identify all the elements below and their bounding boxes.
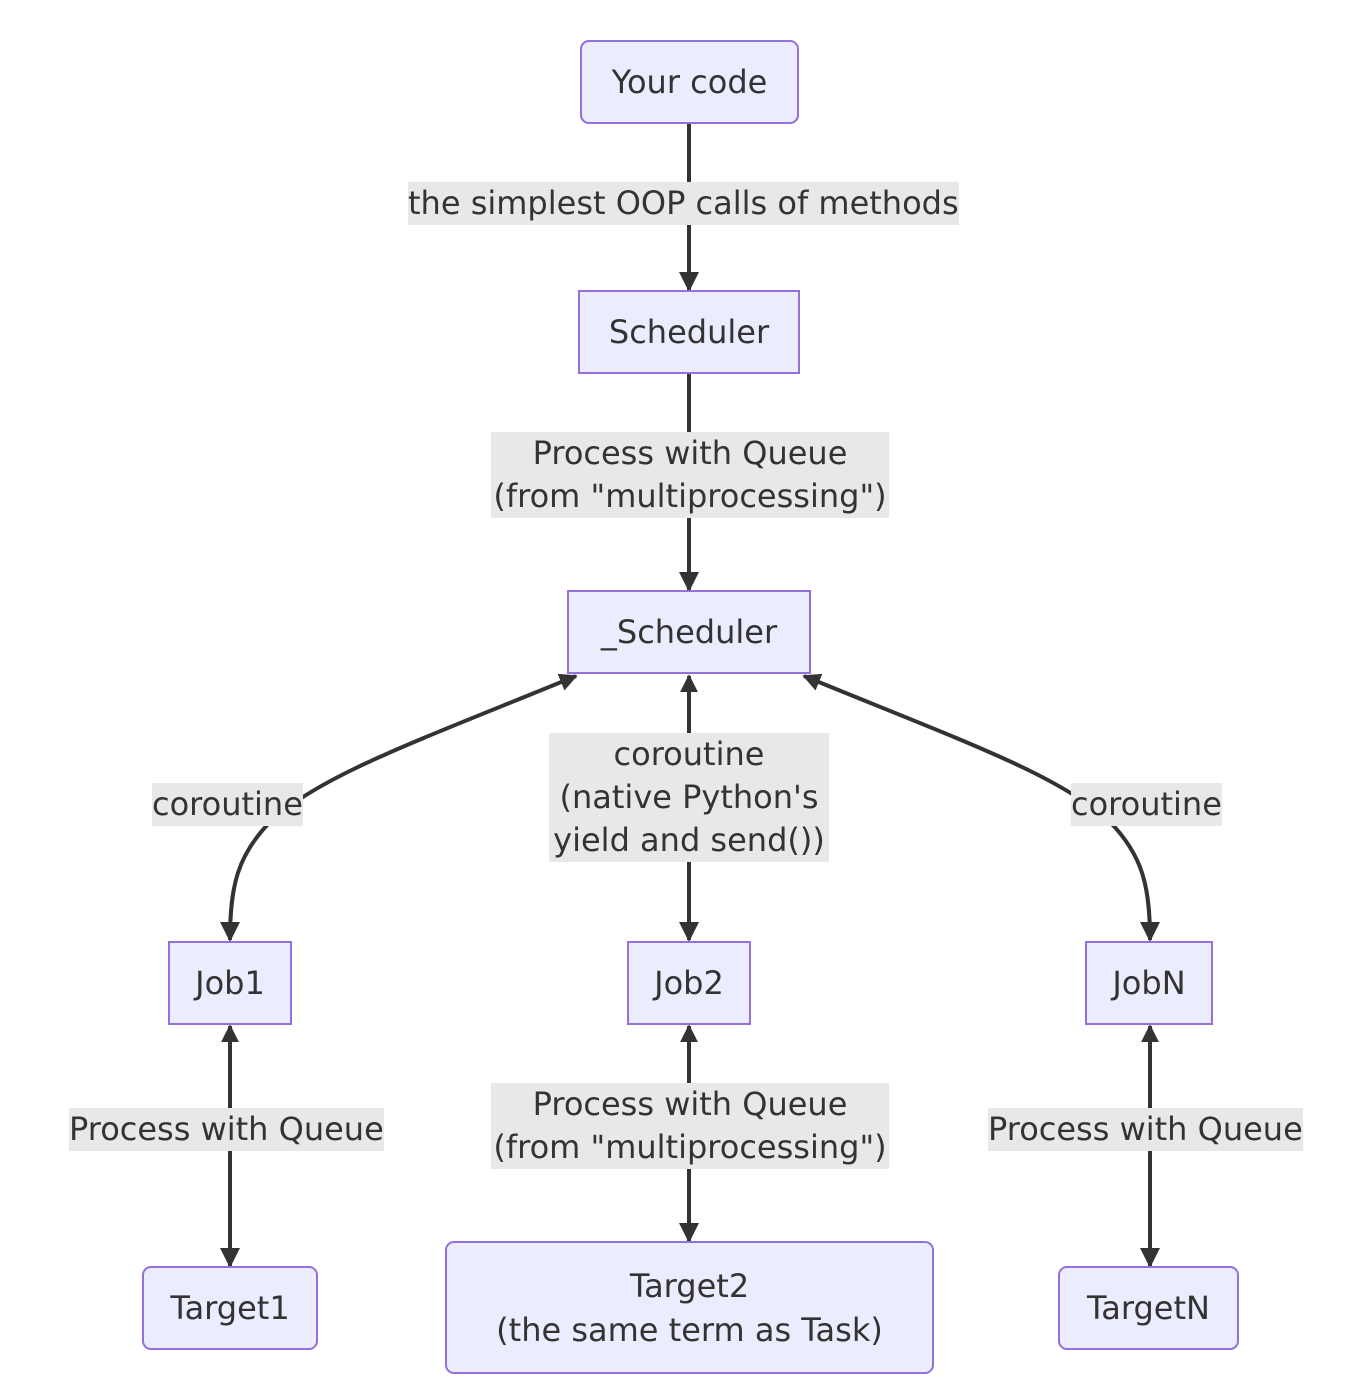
node-label: Target1	[170, 1289, 290, 1327]
edge-label-code-to-scheduler: the simplest OOP calls of methods	[408, 182, 959, 225]
node-target2[interactable]: Target2 (the same term as Task)	[445, 1241, 934, 1374]
edge-label-line-1: Process with Queue	[532, 1083, 848, 1126]
edge-label-text: Process with Queue	[988, 1108, 1303, 1151]
edge-label-line-1: Process with Queue	[532, 432, 848, 475]
edge-label-job2-target2: Process with Queue (from "multiprocessin…	[491, 1083, 889, 1169]
edge-label-text: Process with Queue	[69, 1108, 384, 1151]
edge-label-text: the simplest OOP calls of methods	[408, 182, 959, 225]
edge-label-line-2: (from "multiprocessing")	[493, 475, 887, 518]
node-label: TargetN	[1087, 1289, 1210, 1327]
edge-label-private-jobn: coroutine	[1071, 783, 1222, 826]
edge-label-private-job1: coroutine	[152, 783, 303, 826]
edge-label-line-1: coroutine	[613, 733, 765, 776]
edge-label-scheduler-to-private: Process with Queue (from "multiprocessin…	[491, 432, 889, 518]
node-target1[interactable]: Target1	[142, 1266, 318, 1350]
node-label: JobN	[1112, 964, 1186, 1002]
node-label: Your code	[611, 63, 768, 101]
node-scheduler[interactable]: Scheduler	[578, 290, 800, 374]
edge-label-text: coroutine	[152, 783, 303, 826]
edge-label-private-job2: coroutine (native Python's yield and sen…	[549, 733, 829, 862]
edge-label-job1-target1: Process with Queue	[69, 1108, 384, 1151]
node-private-scheduler[interactable]: _Scheduler	[567, 590, 811, 674]
node-your-code[interactable]: Your code	[580, 40, 799, 124]
node-label-line-1: Target2	[629, 1266, 750, 1305]
node-label: Scheduler	[608, 313, 770, 351]
node-jobn[interactable]: JobN	[1085, 941, 1213, 1025]
node-label: _Scheduler	[600, 613, 778, 651]
edge-label-jobn-targetn: Process with Queue	[988, 1108, 1303, 1151]
node-label: Job1	[195, 964, 265, 1002]
node-targetn[interactable]: TargetN	[1058, 1266, 1239, 1350]
edge-label-line-3: yield and send())	[553, 819, 825, 862]
edge-label-line-2: (native Python's	[559, 776, 819, 819]
node-job1[interactable]: Job1	[168, 941, 292, 1025]
node-label: Job2	[654, 964, 724, 1002]
node-label-line-2: (the same term as Task)	[496, 1310, 883, 1349]
edge-label-text: coroutine	[1071, 783, 1222, 826]
node-job2[interactable]: Job2	[627, 941, 751, 1025]
edge-label-line-2: (from "multiprocessing")	[493, 1126, 887, 1169]
